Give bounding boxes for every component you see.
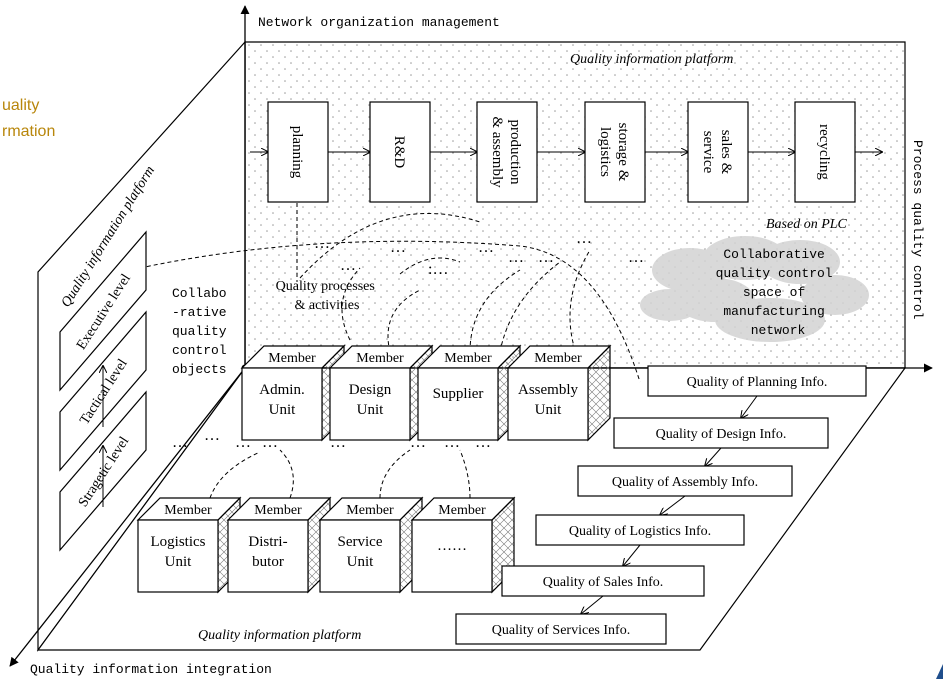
- info-link: [660, 495, 686, 515]
- ellipsis-mark: …: [508, 249, 524, 266]
- ellipsis-mark: …: [262, 434, 278, 451]
- member-label: Member: [164, 503, 212, 518]
- plc-stage-rd: [369, 101, 431, 203]
- ellipsis-mark: …: [475, 434, 491, 451]
- unit-label: butor: [252, 554, 284, 570]
- plc-stage-labels: planning R&D production& assembly storage &…: [289, 116, 832, 188]
- levels: Executive level Tactical level Stragetic…: [59, 230, 147, 552]
- unit-label: Logistics: [151, 534, 206, 550]
- member-label: Member: [254, 503, 302, 518]
- processes-text: Quality processes & activities: [276, 279, 379, 313]
- unit-label: Service: [338, 534, 383, 550]
- ellipsis-mark: …: [390, 239, 406, 256]
- plc-stage-label: storage &logistics: [597, 123, 631, 182]
- plc-stage-label: production& assembly: [489, 116, 523, 188]
- side-text-line2: rmation: [2, 123, 55, 140]
- info-box-label: Quality of Services Info.: [492, 623, 630, 638]
- unit-label: Admin.: [259, 382, 304, 398]
- ellipsis-mark: …: [204, 427, 220, 444]
- member-label: Member: [438, 503, 486, 518]
- corner-accent: [936, 664, 943, 679]
- unit-links: [209, 449, 471, 499]
- info-box-label: Quality of Planning Info.: [687, 375, 828, 390]
- horizontal-axis-label: Process quality control: [910, 140, 925, 320]
- floor-platform-label: Quality information platform: [198, 628, 361, 643]
- member-label: Member: [268, 351, 316, 366]
- unit-ellipsis-marks: … … … … … … … …: [172, 427, 491, 451]
- plc-stage-recycling: [794, 101, 856, 203]
- ellipsis-mark: …: [628, 249, 644, 266]
- vertical-axis-label: Network organization management: [258, 15, 500, 30]
- unit-label: Unit: [269, 402, 297, 418]
- info-box-label: Quality of Assembly Info.: [612, 475, 758, 490]
- member-label: Member: [356, 351, 404, 366]
- plc-stage-label: R&D: [391, 136, 407, 169]
- info-box: [501, 565, 705, 597]
- diagonal-axis: [9, 367, 246, 667]
- unit-label: Unit: [347, 554, 375, 570]
- unit-cube: Member ……: [410, 496, 516, 594]
- info-link: [705, 447, 722, 466]
- collab-objects-text: Collabo -rative quality control objects: [172, 286, 234, 377]
- unit-label: Distri-: [248, 534, 287, 550]
- ellipsis-mark: …: [330, 434, 346, 451]
- member-label: Member: [444, 351, 492, 366]
- unit-label: Unit: [535, 402, 563, 418]
- unit-label: Assembly: [518, 382, 579, 398]
- ellipsis-mark: …: [340, 257, 356, 274]
- unit-label: ……: [437, 538, 467, 554]
- ellipsis-mark: …: [410, 434, 426, 451]
- ellipsis-mark: …: [444, 434, 460, 451]
- plc-stage-production: [476, 101, 538, 203]
- member-label: Member: [534, 351, 582, 366]
- info-chain: Quality of Planning Info. Quality of Desi…: [455, 365, 867, 645]
- plc-stage-storage: [584, 101, 646, 203]
- info-link: [623, 544, 641, 566]
- plc-caption: Based on PLC: [766, 217, 848, 232]
- plc-stage-label: sales &service: [700, 130, 734, 175]
- ellipsis-mark: :…: [428, 261, 448, 278]
- plc-stage-sales: [687, 101, 749, 203]
- ellipsis-mark: …: [235, 434, 251, 451]
- info-box: [455, 613, 667, 645]
- unit-label: Design: [349, 382, 392, 398]
- ellipsis-mark: …: [172, 434, 188, 451]
- process-links: [139, 203, 641, 383]
- ellipsis-mark: …: [478, 239, 494, 256]
- side-text-line1: uality: [2, 97, 39, 114]
- plc-stage-label: recycling: [816, 124, 832, 180]
- info-box-label: Quality of Sales Info.: [543, 575, 664, 590]
- level-executive: [59, 230, 147, 392]
- info-link: [741, 395, 758, 418]
- info-link: [581, 595, 604, 614]
- back-platform-label: Quality information platform: [570, 52, 733, 67]
- unit-label: Supplier: [433, 386, 484, 402]
- info-box-label: Quality of Logistics Info.: [569, 524, 711, 539]
- ellipsis-marks: … … … … … :… … … …: [314, 230, 644, 278]
- plc-stage-planning: [267, 101, 329, 203]
- collab-space-cloud: [640, 236, 869, 342]
- ellipsis-mark: …: [538, 249, 554, 266]
- unit-label: Unit: [165, 554, 193, 570]
- diagonal-axis-label: Quality information integration: [30, 662, 272, 677]
- info-box-label: Quality of Design Info.: [656, 427, 787, 442]
- member-label: Member: [346, 503, 394, 518]
- ellipsis-mark: …: [576, 230, 592, 247]
- unit-label: Unit: [357, 402, 385, 418]
- plc-stage-label: planning: [289, 126, 305, 179]
- plc-chain: [250, 101, 882, 203]
- ellipsis-mark: …: [314, 235, 330, 252]
- collab-space-text: Collaborative quality control space of m…: [716, 247, 841, 338]
- unit-cubes: MemberAdmin.UnitMemberDesignUnitMemberSu…: [136, 344, 612, 594]
- info-box: [613, 417, 829, 449]
